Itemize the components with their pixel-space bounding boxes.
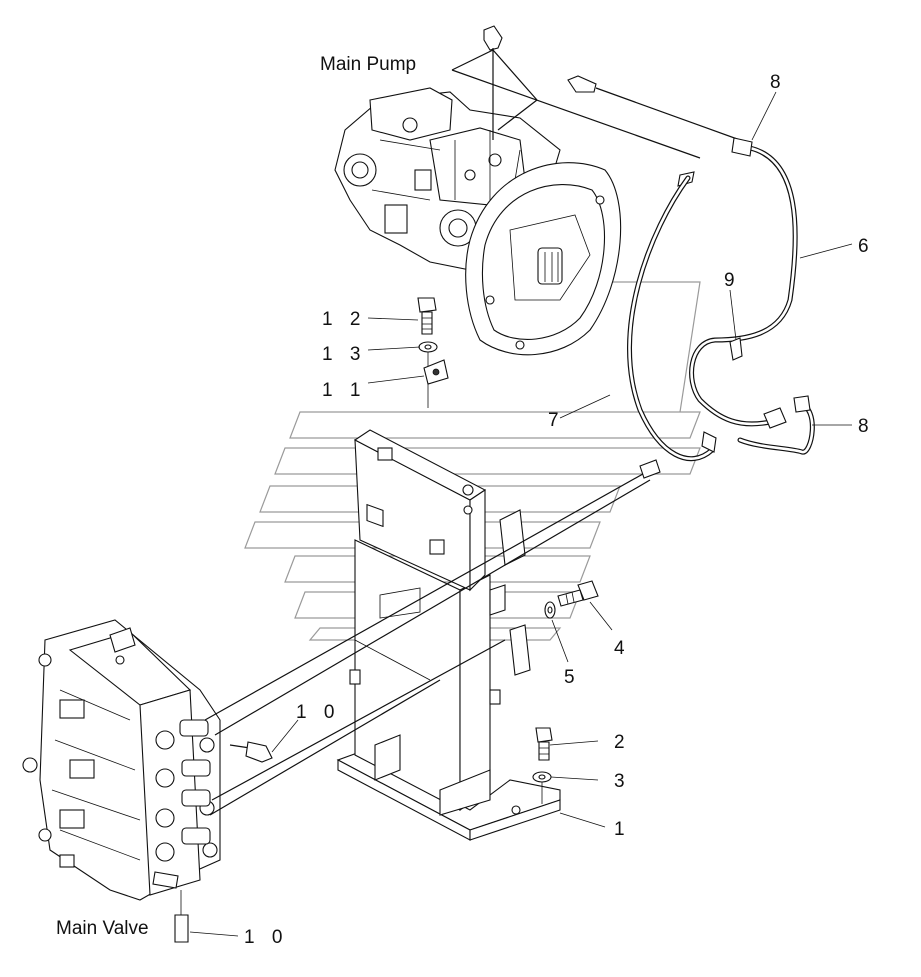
callout-11: 1 1 — [322, 380, 366, 401]
hose-6 — [689, 137, 798, 429]
pump-fittings — [451, 25, 741, 187]
fitting-10-bottom — [174, 890, 189, 943]
callout-8-top: 8 — [770, 72, 787, 93]
callout-1: 1 — [614, 819, 631, 840]
main-valve — [22, 619, 221, 901]
bolt-4 — [557, 580, 599, 607]
fitting-10-mid — [245, 741, 273, 763]
bolt-12 — [417, 297, 437, 335]
leader-lines — [189, 91, 853, 937]
callout-10-bottom: 1 0 — [244, 927, 288, 948]
callout-10-mid: 1 0 — [296, 702, 340, 723]
hose-8-right — [737, 395, 815, 455]
main-valve-label: Main Valve — [56, 918, 149, 939]
clamp-11 — [423, 359, 449, 385]
washer-5 — [544, 601, 556, 619]
hose-7 — [627, 175, 717, 462]
callout-3: 3 — [614, 771, 631, 792]
callout-2: 2 — [614, 732, 631, 753]
main-pump — [334, 87, 622, 356]
callout-12: 1 2 — [322, 309, 366, 330]
text-labels: Main Pump Main Valve 1 2 1 3 1 1 8 6 9 7… — [56, 54, 875, 948]
callout-13: 1 3 — [322, 344, 366, 365]
bolt-2 — [535, 727, 553, 761]
main-pump-label: Main Pump — [320, 54, 416, 75]
callout-7: 7 — [548, 410, 565, 431]
pilot-lines — [204, 459, 661, 816]
callout-5: 5 — [564, 667, 581, 688]
callout-6: 6 — [858, 236, 875, 257]
callout-8-right: 8 — [858, 416, 875, 437]
callout-4: 4 — [614, 638, 631, 659]
callout-9: 9 — [724, 270, 741, 291]
bracket-stand — [336, 429, 561, 841]
